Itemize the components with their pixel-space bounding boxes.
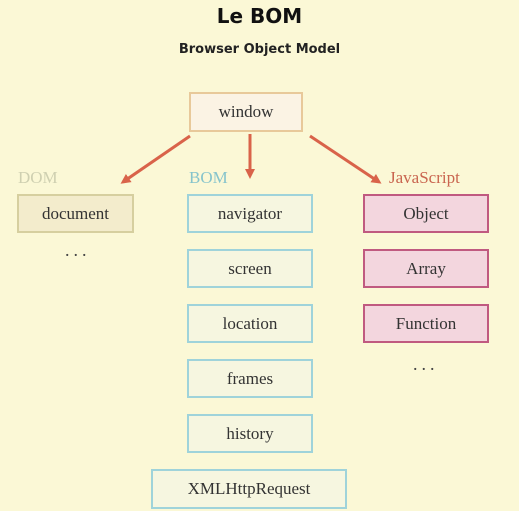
bom-category-label: BOM xyxy=(189,168,228,187)
js-more-ellipsis: ... xyxy=(413,354,439,374)
js-node-function: Function xyxy=(363,304,489,343)
arrow-to-dom xyxy=(120,134,191,184)
arrow-to-javascript xyxy=(309,134,382,184)
window-node: window xyxy=(189,92,303,132)
js-node-object: Object xyxy=(363,194,489,233)
js-node-array: Array xyxy=(363,249,489,288)
dom-category-label: DOM xyxy=(18,168,58,187)
bom-node-navigator: navigator xyxy=(187,194,313,233)
bom-node-location: location xyxy=(187,304,313,343)
diagram-subtitle: Browser Object Model xyxy=(178,42,341,57)
bom-node-xmlhttprequest: XMLHttpRequest xyxy=(151,469,347,509)
bom-node-frames: frames xyxy=(187,359,313,398)
bom-node-screen: screen xyxy=(187,249,313,288)
javascript-category-label: JavaScript xyxy=(389,168,460,187)
diagram-title: Le BOM xyxy=(216,4,303,28)
dom-node-document: document xyxy=(17,194,134,233)
dom-more-ellipsis: ... xyxy=(65,240,91,260)
bom-node-history: history xyxy=(187,414,313,453)
